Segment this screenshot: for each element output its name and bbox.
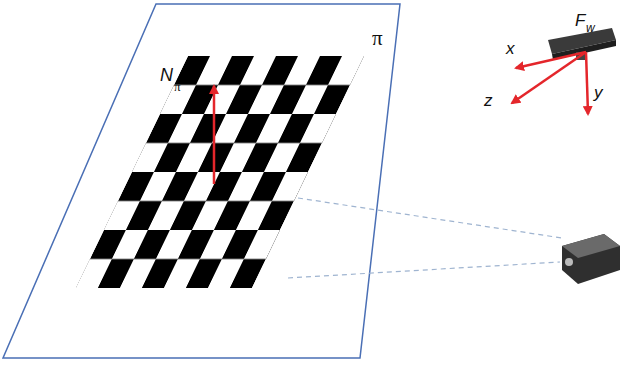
plane-label: π bbox=[372, 28, 383, 49]
checkerboard bbox=[76, 56, 364, 288]
projector bbox=[562, 234, 620, 284]
normal-vector bbox=[213, 86, 216, 184]
frame-label: F bbox=[575, 12, 585, 29]
projection-ray bbox=[298, 198, 562, 238]
vector-label: N bbox=[160, 66, 173, 84]
axis-label: y bbox=[594, 84, 603, 101]
axis-label: x bbox=[506, 40, 515, 57]
axes bbox=[512, 52, 588, 114]
plane-outline bbox=[3, 4, 400, 358]
axis-label: z bbox=[484, 92, 493, 109]
frame-subscript: w bbox=[586, 22, 595, 34]
vector-subscript: π bbox=[174, 80, 181, 93]
projection-ray bbox=[288, 262, 560, 278]
